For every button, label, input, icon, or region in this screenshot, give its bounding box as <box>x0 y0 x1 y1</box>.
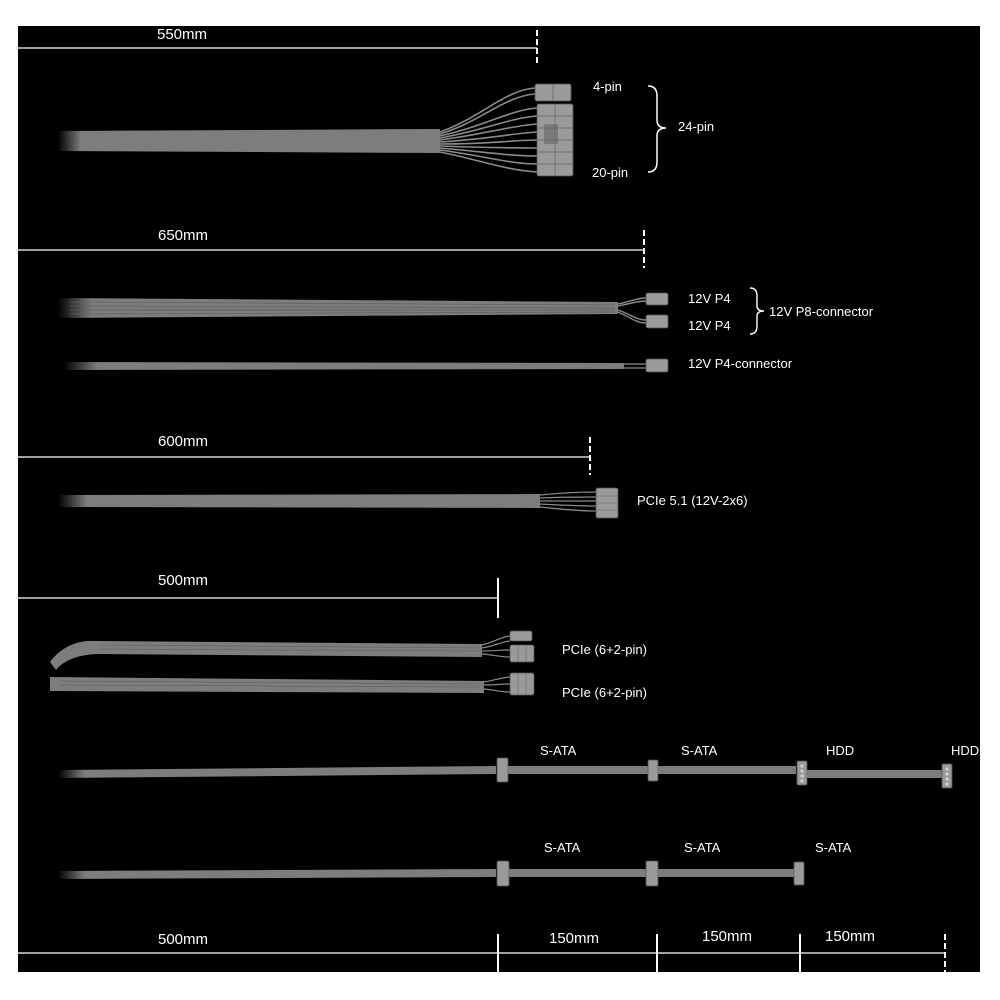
pcie-cable-sleeve-a <box>50 640 482 670</box>
label-pcie-b: PCIe (6+2-pin) <box>562 685 647 700</box>
sata-connector-1 <box>496 757 509 783</box>
hdd-molex-connector-2 <box>941 763 953 789</box>
label-hdd-2: HDD <box>951 743 980 758</box>
label-sata-b: S-ATA <box>684 840 721 855</box>
pcie5-cable <box>18 437 619 519</box>
cpu-power-cables <box>18 230 765 373</box>
sata-cable <box>58 860 805 887</box>
ruler-label-500mm: 500mm <box>158 931 209 948</box>
cpu-p4-connector-a <box>645 292 669 306</box>
cpu-p4-cable-sleeve <box>64 362 624 370</box>
label-hdd-1: HDD <box>826 743 855 758</box>
pcie5-cable-sleeve <box>58 494 540 508</box>
sata-hdd-cable <box>58 757 953 789</box>
length-label-pcie5: 600mm <box>158 433 209 450</box>
cpu-p4-connector-b <box>645 314 669 329</box>
label-sata-a: S-ATA <box>544 840 581 855</box>
length-label-pcie: 500mm <box>158 572 209 589</box>
label-4pin: 4-pin <box>593 79 622 94</box>
label-12v-p4-b: 12V P4 <box>688 318 731 333</box>
length-label-24pin: 550mm <box>157 26 208 43</box>
sata-hdd-cable-main <box>58 766 496 778</box>
atx-24pin-cable <box>18 30 667 177</box>
label-20pin: 20-pin <box>592 165 629 180</box>
pcie-6pin-connector-a <box>509 644 535 663</box>
sata-cable-main <box>58 869 496 879</box>
label-sata-c: S-ATA <box>815 840 852 855</box>
label-24pin: 24-pin <box>678 119 715 134</box>
ruler-label-150mm-1: 150mm <box>549 930 600 947</box>
label-pcie-a: PCIe (6+2-pin) <box>562 642 647 657</box>
atx-cable-sleeve <box>58 129 440 153</box>
label-sata-1: S-ATA <box>540 743 577 758</box>
24pin-brace <box>647 85 667 173</box>
bottom-ruler <box>18 934 946 972</box>
atx-wire-fan <box>439 87 538 173</box>
sata-connector-a <box>496 860 510 887</box>
ruler-label-150mm-3: 150mm <box>825 928 876 945</box>
label-12v-p8: 12V P8-connector <box>769 304 874 319</box>
p8-brace <box>749 287 765 335</box>
sata-connector-c <box>793 861 805 886</box>
sata-connector-2 <box>647 759 659 782</box>
cpu-p4-single-connector <box>645 358 669 373</box>
label-sata-2: S-ATA <box>681 743 718 758</box>
pcie-2pin-connector-a <box>509 630 533 642</box>
ruler-label-150mm-2: 150mm <box>702 928 753 945</box>
pcie-8pin-connector-b <box>509 672 535 696</box>
label-12v-p4-single: 12V P4-connector <box>688 356 793 371</box>
label-12v-p4-a: 12V P4 <box>688 291 731 306</box>
pcie-cable-sleeve-b <box>50 677 484 693</box>
length-label-cpu: 650mm <box>158 227 209 244</box>
sata-connector-b <box>645 860 659 887</box>
pcie-6plus2-cables <box>18 578 535 696</box>
label-pcie5: PCIe 5.1 (12V-2x6) <box>637 493 748 508</box>
